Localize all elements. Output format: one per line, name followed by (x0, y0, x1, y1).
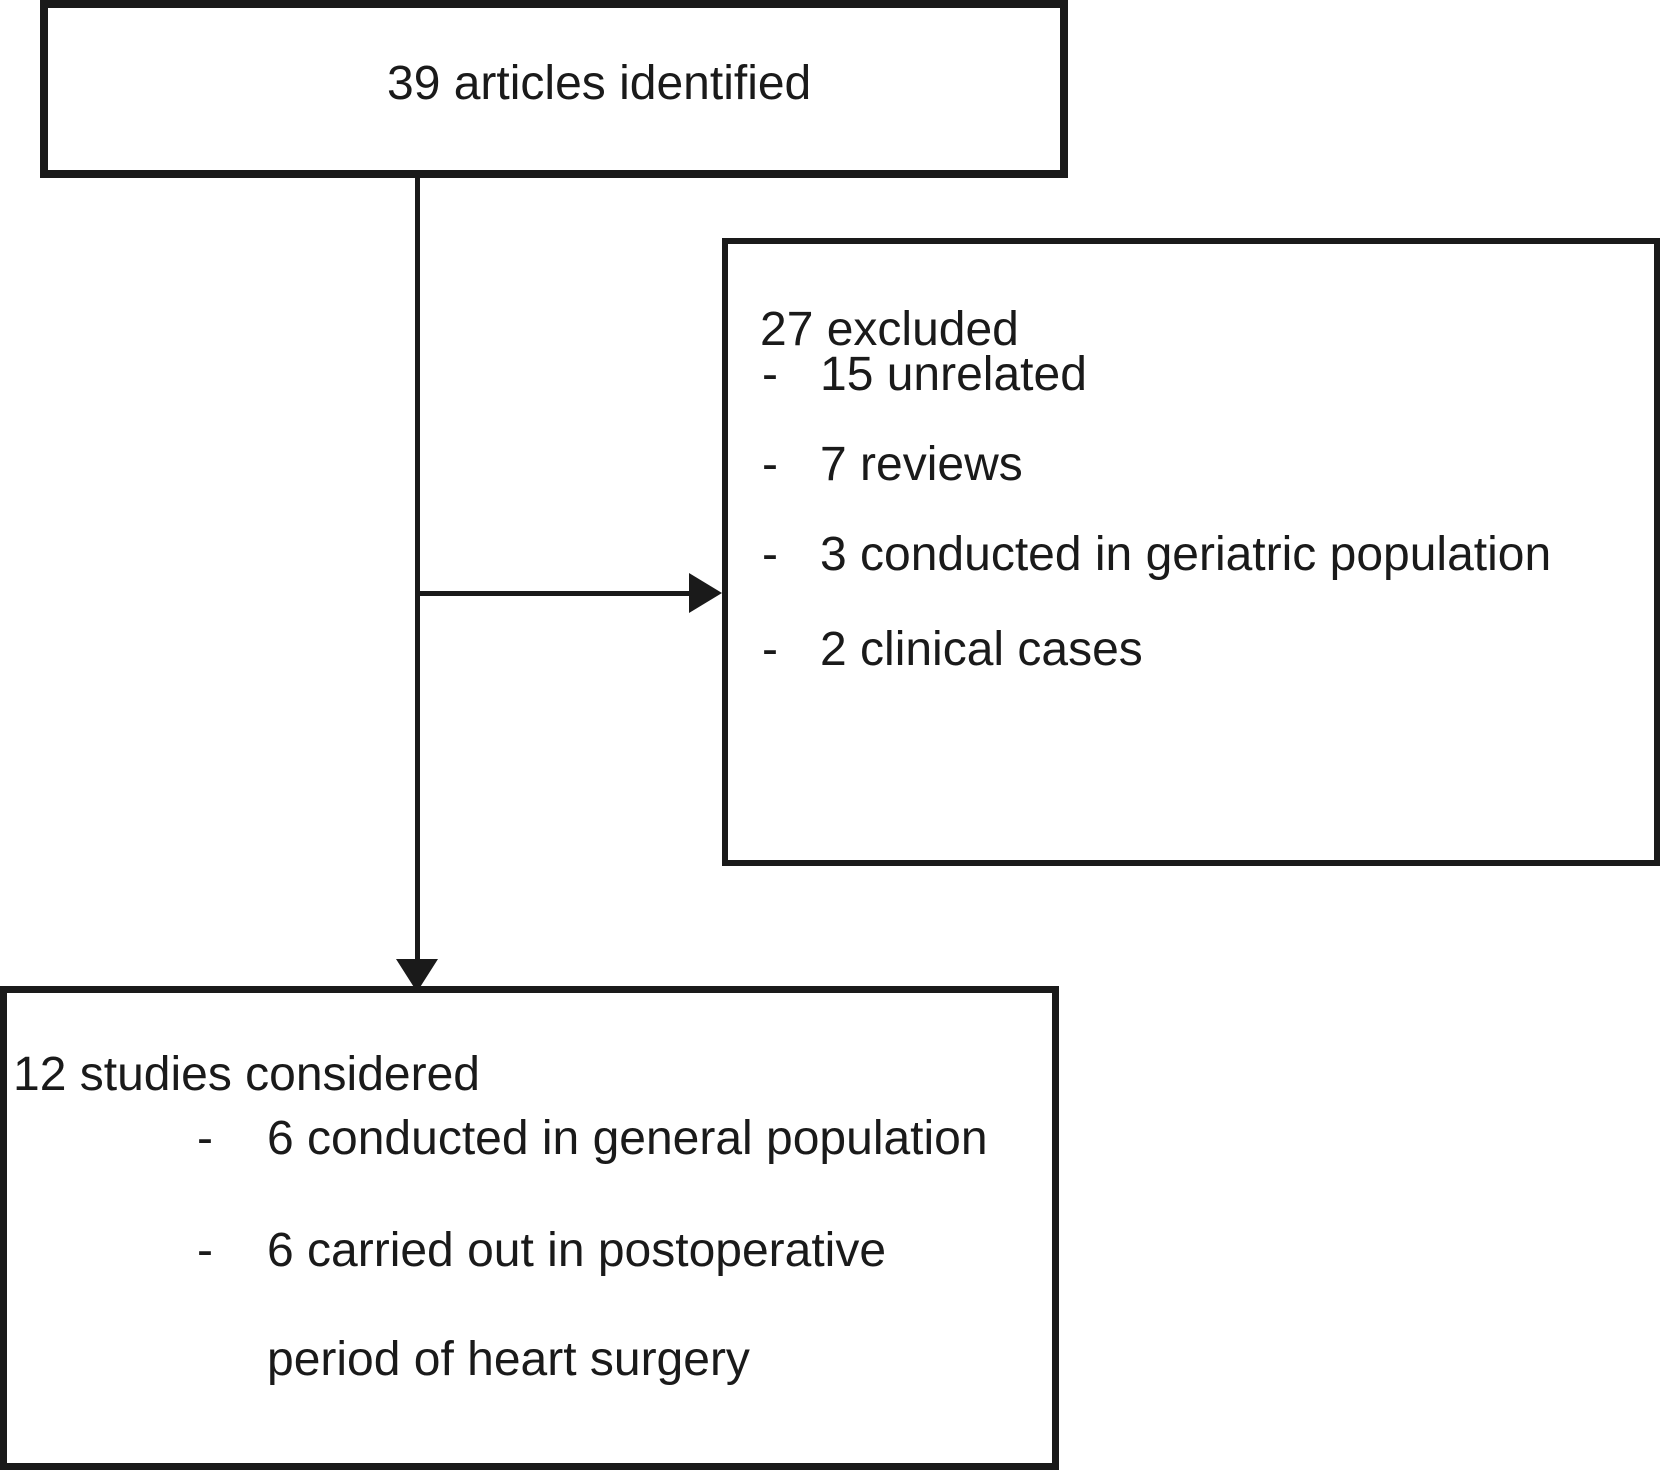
excluded-item-clinical-cases: 2 clinical cases (820, 623, 1143, 676)
connector-down-line (415, 178, 420, 960)
considered-item-postoperative-continuation: period of heart surgery (267, 1333, 750, 1386)
excluded-item-geriatric: 3 conducted in geriatric population (820, 528, 1552, 581)
excluded-title: 27 excluded (760, 303, 1019, 356)
box-studies-considered: 12 studies considered - 6 conducted in g… (0, 986, 1059, 1470)
considered-title: 12 studies considered (13, 1048, 480, 1101)
bullet-dash: - (762, 348, 778, 401)
right-arrowhead-icon (689, 573, 722, 613)
articles-identified-label: 39 articles identified (387, 57, 812, 110)
bullet-dash: - (762, 438, 778, 491)
excluded-item-reviews: 7 reviews (820, 438, 1023, 491)
considered-item-postoperative: 6 carried out in postoperative (267, 1224, 887, 1277)
connector-right-line (417, 591, 692, 596)
box-excluded: 27 excluded - 15 unrelated - 7 reviews -… (722, 238, 1660, 866)
considered-item-general-population: 6 conducted in general population (267, 1112, 988, 1165)
bullet-dash: - (762, 623, 778, 676)
box-articles-identified: 39 articles identified (40, 0, 1068, 178)
excluded-item-unrelated: 15 unrelated (820, 348, 1087, 401)
bullet-dash: - (197, 1112, 213, 1165)
bullet-dash: - (762, 528, 778, 581)
bullet-dash: - (197, 1224, 213, 1277)
